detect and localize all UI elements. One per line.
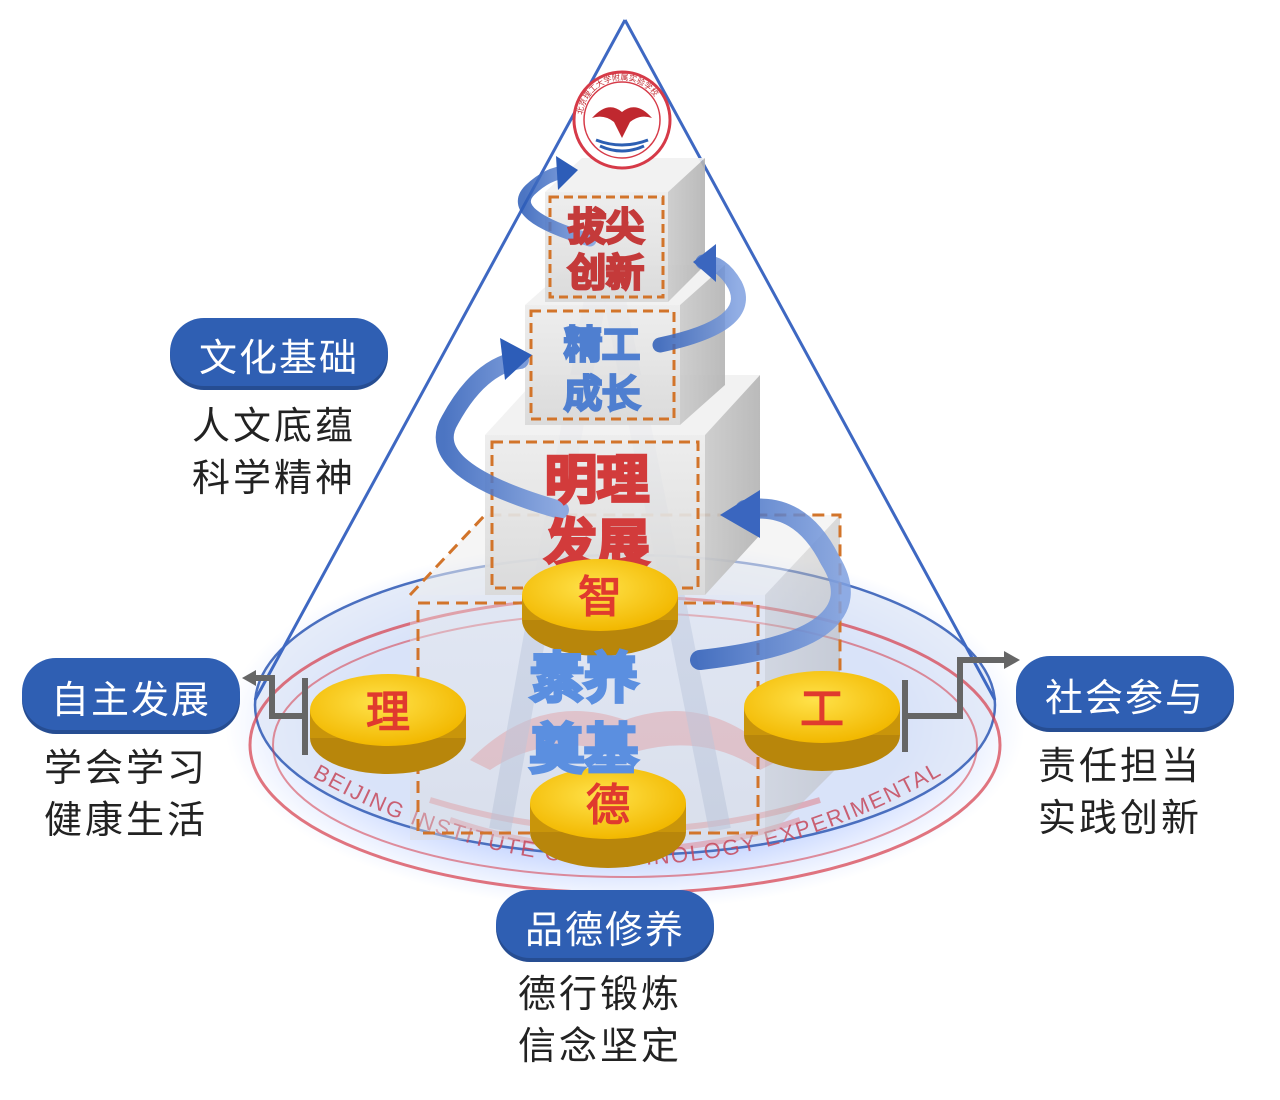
spiral-arrow-1 [690,498,851,670]
coin-left: 理 [310,674,466,774]
spiral-arrow-2 [435,351,569,519]
svg-text:明理: 明理 [545,452,649,510]
connector-left [242,670,308,755]
culture-foundation-pill: 文化基础 [170,318,388,390]
tier-1-text: 拔尖 创新 [567,206,646,297]
arrow-head-4 [556,156,578,190]
morality-desc-line-1: 德行锻炼 [518,972,683,1016]
culture-foundation-title: 文化基础 [198,335,359,380]
arrow-head-2 [500,338,532,380]
school-emblem [572,70,672,170]
spiral-arrow-3 [652,254,746,353]
svg-text:奠基: 奠基 [530,720,638,780]
culture-desc-line-1: 人文底蕴 [192,404,357,448]
svg-text:工: 工 [800,685,844,734]
culture-foundation-desc: 人文底蕴 科学精神 [192,400,356,504]
svg-text:德: 德 [586,781,630,830]
tier-2-text: 精工 成长 [563,324,642,418]
tier-1-box [545,158,705,302]
svg-text:精工: 精工 [564,325,640,367]
tier-4-text: 素养 奠基 [529,648,640,782]
svg-text:智: 智 [578,573,622,622]
social-participation-title: 社会参与 [1044,675,1205,720]
svg-text:理: 理 [366,688,410,737]
svg-text:素养: 素养 [530,649,638,709]
coin-bottom: 德 [530,767,686,868]
connector-right [902,651,1020,752]
coin-right: 工 [744,671,900,771]
morality-desc: 德行锻炼 信念坚定 [518,968,682,1072]
arrow-head-1 [720,490,760,538]
autonomy-pill: 自主发展 [22,658,240,734]
social-participation-desc: 责任担当 实践创新 [1038,740,1202,844]
autonomy-title: 自主发展 [50,677,211,722]
pyramid-cone [253,19,997,701]
morality-title: 品德修养 [524,907,685,952]
spiral-arrows [435,156,851,670]
social-desc-line-2: 实践创新 [1038,796,1203,840]
culture-desc-line-2: 科学精神 [192,456,357,500]
arrow-head-3 [693,244,716,282]
autonomy-desc-line-1: 学会学习 [44,746,209,790]
autonomy-desc: 学会学习 健康生活 [44,742,208,846]
social-desc-line-1: 责任担当 [1038,744,1203,788]
svg-text:成长: 成长 [564,374,640,416]
svg-text:拔尖: 拔尖 [568,207,644,249]
morality-pill: 品德修养 [496,890,714,962]
coin-top: 智 [522,559,678,656]
autonomy-desc-line-2: 健康生活 [44,798,209,842]
svg-text:创新: 创新 [568,253,644,295]
social-participation-pill: 社会参与 [1016,656,1234,732]
morality-desc-line-2: 信念坚定 [518,1024,683,1068]
spiral-arrow-4 [518,165,597,247]
